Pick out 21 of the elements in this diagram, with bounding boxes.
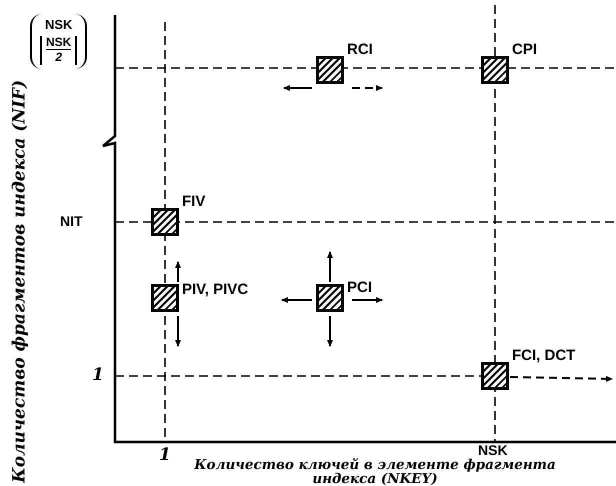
fraction-denominator: 2 [55, 51, 62, 65]
tick-label: NIT [60, 214, 83, 230]
tick-label: NSK [44, 18, 72, 32]
tick-label: NSK [478, 443, 508, 458]
point-label: CPI [512, 42, 538, 57]
fraction-numerator: NSK [46, 36, 72, 50]
point-label: PIV, PIVC [182, 282, 248, 297]
axis-title: Количество фрагментов индекса (NIF) [10, 78, 30, 486]
hatched-square [481, 56, 509, 84]
hatched-square [316, 56, 344, 84]
tick-label: 1 [159, 446, 171, 465]
hatched-square [481, 362, 509, 390]
axis-title: Количество ключей в элементе фрагмента индекса (NKEY) [193, 458, 557, 486]
hatched-square [151, 208, 179, 236]
tick-label: 1 [92, 366, 104, 385]
hatched-square [316, 284, 344, 312]
point-label: FIV [182, 194, 206, 209]
point-label: RCI [347, 42, 373, 57]
point-label: FCI, DCT [512, 348, 576, 363]
hatched-square [151, 284, 179, 312]
point-label: PCI [347, 280, 372, 295]
